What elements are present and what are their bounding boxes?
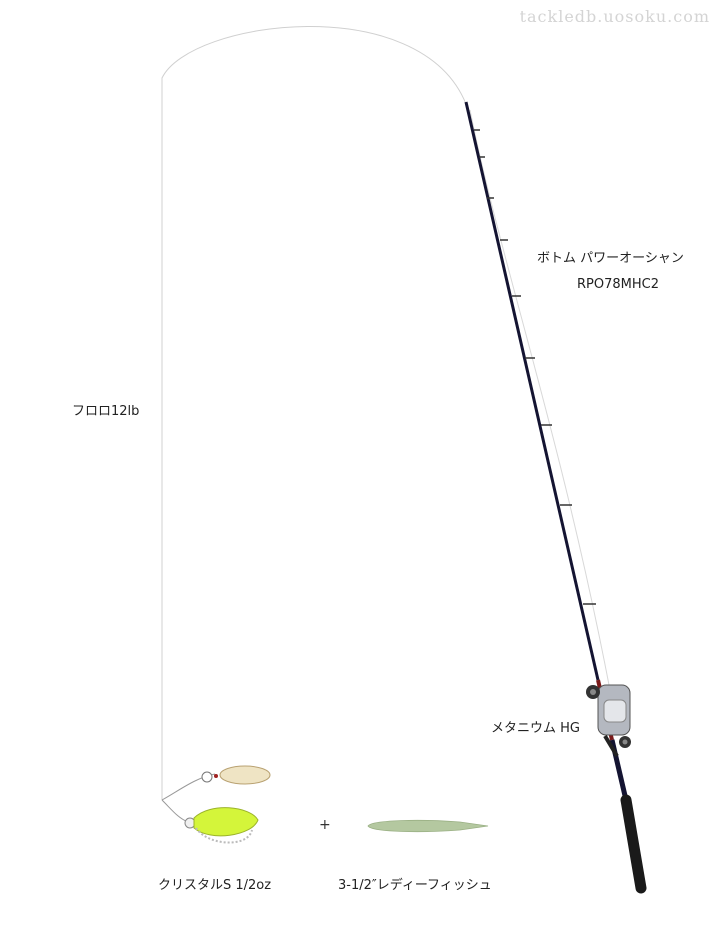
rod-name-label: ボトム パワーオーシャン [537,251,684,266]
worm-lure [367,819,489,833]
rod-guides [474,129,596,605]
line-label: フロロ12lb [72,404,140,419]
reel-label: メタニウム HG [491,721,580,736]
fishing-line-guide-run [469,109,611,691]
plus-separator: + [319,817,331,833]
rod [464,101,647,894]
site-watermark: tackledb.uosoku.com [519,7,710,26]
rod-model-label: RPO78MHC2 [577,277,659,292]
spinnerbait-lure [161,765,271,844]
reel-illustration [586,684,631,758]
fishing-line [161,26,467,800]
spinnerbait-label: クリスタルS 1/2oz [158,878,272,893]
worm-label: 3-1/2″レディーフィッシュ [338,878,492,893]
